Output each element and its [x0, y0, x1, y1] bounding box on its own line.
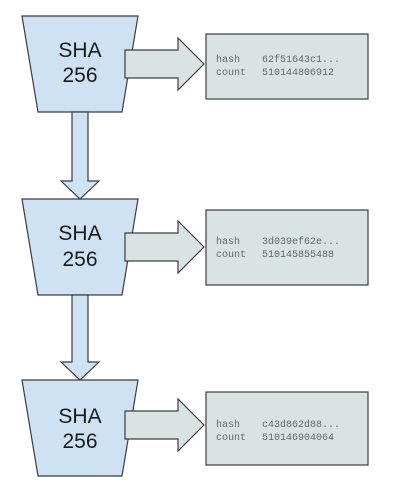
- output-2-count-value: 510145855488: [262, 250, 334, 261]
- output-arrow-3: [124, 397, 205, 453]
- output-2-hash-key: hash: [216, 236, 240, 248]
- sha256-block-1-label: SHA: [58, 39, 101, 62]
- sha256-block-2: [21, 198, 139, 296]
- sha256-block-2-bits: 256: [62, 248, 97, 271]
- output-box-1: [205, 33, 369, 100]
- stage-2: SHA 256 hash 3d039ef62e... count 5101458…: [21, 198, 369, 296]
- stage-1: SHA 256 hash 62f51643c1... count 5101448…: [21, 15, 369, 113]
- output-2-hash-value: 3d039ef62e...: [262, 236, 340, 248]
- output-1-hash-value: 62f51643c1...: [262, 54, 340, 66]
- sha256-block-3-bits: 256: [62, 430, 97, 453]
- output-1-hash-key: hash: [216, 54, 240, 66]
- sha256-block-1-bits: 256: [62, 64, 97, 87]
- chain-arrow-1-to-2: [59, 111, 101, 200]
- sha256-block-3-label: SHA: [58, 405, 101, 428]
- sha256-block-2-label: SHA: [58, 222, 101, 245]
- sha256-block-1: [21, 15, 139, 113]
- output-3-count-key: count: [216, 433, 246, 444]
- output-1-count-key: count: [216, 68, 246, 79]
- output-2-count-key: count: [216, 250, 246, 261]
- output-3-hash-value: c43d862d88...: [262, 419, 340, 431]
- output-3-hash-key: hash: [216, 419, 240, 431]
- output-arrow-1: [124, 36, 205, 92]
- sha256-block-3: [21, 379, 139, 477]
- output-3-count-value: 510146904064: [262, 433, 334, 444]
- output-1-count-value: 510144806912: [262, 68, 334, 79]
- stage-3: SHA 256 hash c43d862d88... count 5101469…: [21, 379, 369, 477]
- chain-arrow-2-to-3: [59, 294, 101, 381]
- output-box-2: [205, 209, 369, 286]
- output-box-3: [205, 391, 369, 466]
- output-arrow-2: [124, 219, 205, 275]
